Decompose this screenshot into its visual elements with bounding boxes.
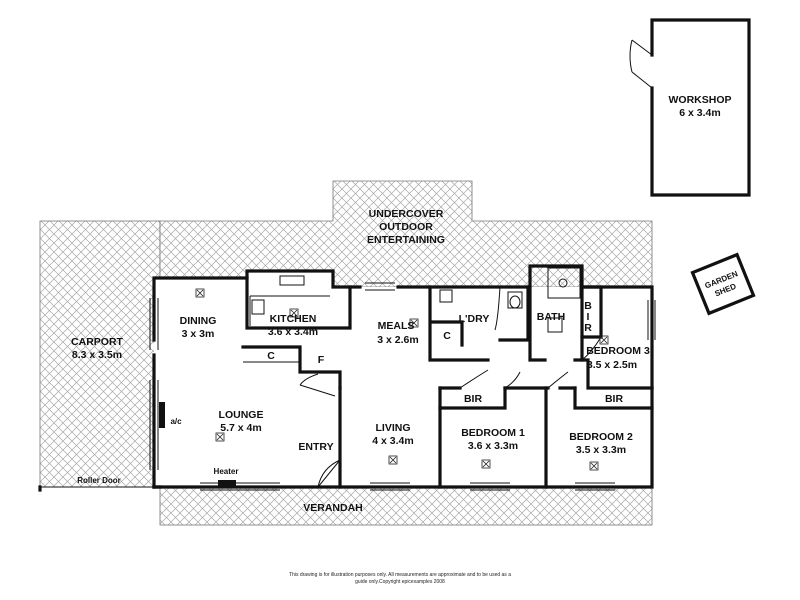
house-walls	[38, 264, 656, 492]
living-name: LIVING	[375, 422, 410, 434]
roller-door-label: Roller Door	[77, 476, 121, 485]
kitchen-name: KITCHEN	[270, 313, 317, 325]
bir-bedroom2-label: BIR	[605, 393, 624, 405]
heater-label: Heater	[214, 467, 239, 476]
bedroom2-name: BEDROOM 2	[569, 431, 633, 443]
verandah-name: VERANDAH	[303, 502, 363, 514]
carport-area	[39, 220, 161, 488]
living-size: 4 x 3.4m	[372, 435, 413, 447]
disclaimer-line1: This drawing is for illustration purpose…	[289, 572, 511, 578]
bir-bedroom1-label: BIR	[464, 393, 483, 405]
carport-size: 8.3 x 3.5m	[72, 349, 122, 361]
kitchen-size: 3.6 x 3.4m	[268, 326, 318, 338]
workshop-name: WORKSHOP	[669, 94, 732, 106]
undercover-line1: UNDERCOVER	[369, 208, 444, 220]
dining-size: 3 x 3m	[182, 328, 215, 340]
workshop	[629, 18, 751, 197]
workshop-size: 6 x 3.4m	[679, 107, 720, 119]
lounge-size: 5.7 x 4m	[220, 422, 261, 434]
entry-name: ENTRY	[298, 441, 333, 453]
bedroom2-size: 3.5 x 3.3m	[576, 444, 626, 456]
bir-bedroom3-i: I	[587, 311, 590, 323]
bir-bedroom3-r: R	[584, 322, 592, 334]
meals-name: MEALS	[378, 320, 415, 332]
fridge-label: F	[318, 354, 325, 366]
ac-label: a/c	[170, 417, 182, 426]
carport-name: CARPORT	[71, 336, 124, 348]
lounge-name: LOUNGE	[219, 409, 264, 421]
bedroom3-size: 3.5 x 2.5m	[587, 359, 637, 371]
laundry-name: L'DRY	[459, 313, 490, 325]
undercover-line3: ENTERTAINING	[367, 234, 445, 246]
bedroom3-name: BEDROOM 3	[586, 345, 650, 357]
bedroom1-size: 3.6 x 3.3m	[468, 440, 518, 452]
laundry-cupboard-label: C	[443, 330, 451, 342]
bedroom1-name: BEDROOM 1	[461, 427, 525, 439]
bath-name: BATH	[537, 311, 565, 323]
garden-shed	[690, 252, 756, 316]
undercover-line2: OUTDOOR	[379, 221, 433, 233]
disclaimer-line2: guide only.Copyright epicexamples 2008	[355, 579, 445, 585]
bir-bedroom3-b: B	[584, 300, 592, 312]
cupboard-label: C	[267, 350, 275, 362]
meals-size: 3 x 2.6m	[377, 334, 418, 346]
dining-name: DINING	[180, 315, 217, 327]
verandah-area	[159, 486, 653, 526]
